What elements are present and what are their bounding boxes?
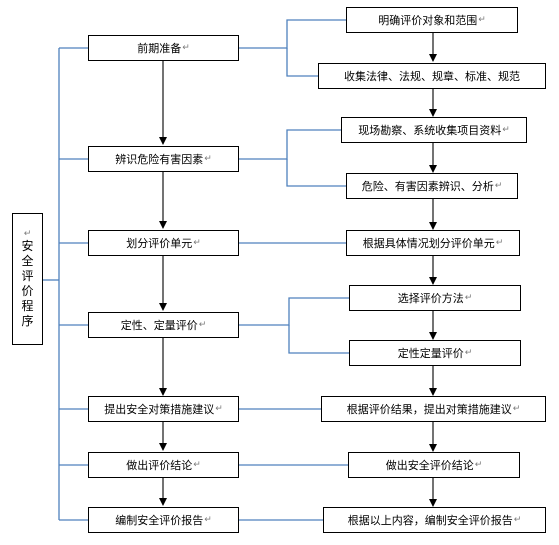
root-char-6: 序	[21, 314, 34, 328]
paragraph-mark: ↵	[215, 404, 223, 414]
paragraph-mark: ↵	[478, 15, 486, 25]
detail-box-hazard-analysis: 危险、有害因素辨识、分析↵	[346, 173, 518, 199]
detail-label: 定性定量评价	[397, 347, 464, 360]
detail-box-site-survey: 现场勘察、系统收集项目资料↵	[341, 117, 527, 143]
paragraph-mark: ↵	[204, 154, 212, 164]
detail-label: 收集法律、法规、规章、标准、规范	[344, 70, 520, 83]
detail-box-method-selection: 选择评价方法↵	[349, 285, 521, 311]
detail-box-conclusion: 做出安全评价结论↵	[348, 452, 520, 478]
bracket-connector-4	[239, 297, 349, 326]
detail-label: 根据评价结果，提出对策措施建议	[346, 403, 512, 416]
detail-label: 现场勘察、系统收集项目资料	[358, 124, 502, 137]
step-box-preparation: 前期准备↵	[88, 35, 239, 61]
step-label: 划分评价单元	[126, 237, 193, 250]
bracket-connector-2b	[286, 159, 346, 187]
paragraph-mark: ↵	[198, 320, 207, 330]
step-label: 前期准备	[137, 42, 182, 55]
bracket-connector-2	[239, 129, 341, 160]
paragraph-mark: ↵	[193, 460, 201, 470]
bracket-connector-1b	[286, 48, 318, 77]
step-box-evaluation: 定性、定量评价↵	[88, 312, 239, 338]
paragraph-mark: ↵	[182, 43, 190, 53]
detail-box-unit-division: 根据具体情况划分评价单元↵	[346, 230, 520, 256]
step-box-hazard-identification: 辨识危险有害因素↵	[88, 146, 239, 172]
paragraph-mark: ↵	[474, 460, 483, 470]
bracket-connector-1	[239, 19, 346, 49]
step-label: 编制安全评价报告	[115, 514, 204, 527]
step-label: 做出评价结论	[126, 459, 193, 472]
root-char-4: 价	[21, 284, 34, 298]
step-label: 辨识危险有害因素	[115, 153, 204, 166]
detail-label: 根据以上内容，编制安全评价报告	[347, 514, 513, 527]
detail-box-regulations: 收集法律、法规、规章、标准、规范	[318, 63, 546, 89]
bracket-connector-4b	[288, 325, 349, 354]
detail-box-report: 根据以上内容，编制安全评价报告↵	[323, 507, 546, 533]
paragraph-mark: ↵	[495, 238, 504, 248]
paragraph-mark: ↵	[512, 404, 521, 414]
detail-box-evaluation: 定性定量评价↵	[349, 340, 521, 366]
root-char-5: 程	[21, 299, 34, 313]
step-box-conclusion: 做出评价结论↵	[88, 452, 239, 478]
step-box-countermeasures: 提出安全对策措施建议↵	[88, 396, 239, 422]
detail-label: 根据具体情况划分评价单元	[362, 237, 495, 250]
paragraph-mark: ↵	[204, 515, 212, 525]
step-label: 提出安全对策措施建议	[104, 403, 215, 416]
root-node-safety-evaluation-procedure: ↵ 安 全 评 价 程 序	[12, 213, 43, 345]
paragraph-mark: ↵	[464, 348, 473, 358]
paragraph-mark: ↵	[513, 515, 522, 525]
detail-label: 做出安全评价结论	[385, 459, 474, 472]
step-label: 定性、定量评价	[120, 319, 198, 332]
detail-label: 选择评价方法	[397, 292, 464, 305]
paragraph-mark: ↵	[494, 181, 503, 191]
paragraph-mark: ↵	[23, 229, 32, 239]
paragraph-mark: ↵	[464, 293, 473, 303]
detail-label: 明确评价对象和范围	[378, 14, 478, 27]
root-char-2: 全	[21, 254, 34, 268]
detail-box-scope: 明确评价对象和范围↵	[346, 7, 518, 33]
root-char-1: 安	[21, 239, 34, 253]
step-box-report: 编制安全评价报告↵	[88, 507, 239, 533]
paragraph-mark: ↵	[502, 125, 510, 135]
paragraph-mark: ↵	[193, 238, 201, 248]
detail-box-countermeasures: 根据评价结果，提出对策措施建议↵	[321, 396, 546, 422]
root-char-3: 评	[21, 269, 34, 283]
detail-label: 危险、有害因素辨识、分析	[361, 180, 494, 193]
step-box-unit-division: 划分评价单元↵	[88, 230, 239, 256]
